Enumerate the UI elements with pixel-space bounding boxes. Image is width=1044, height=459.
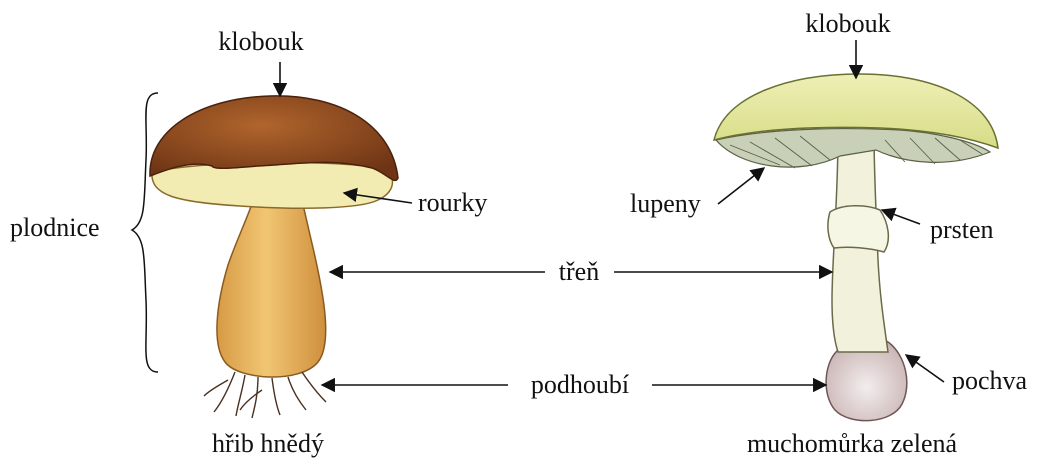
label-fruiting-body: plodnice [10, 213, 100, 242]
arrow-gills [718, 168, 764, 204]
label-tubes: rourky [418, 188, 487, 217]
label-cap-left: klobouk [218, 27, 303, 56]
label-cap-right: klobouk [805, 9, 890, 38]
amanita-ring [828, 206, 888, 252]
label-name-right: muchomůrka zelená [747, 429, 958, 458]
label-stem: třeň [559, 257, 599, 286]
label-volva: pochva [952, 366, 1028, 395]
arrow-ring [882, 210, 920, 224]
label-mycelium: podhoubí [531, 370, 629, 399]
label-name-left: hřib hnědý [212, 429, 324, 458]
arrow-volva [906, 355, 944, 382]
boletus-illustration [150, 96, 398, 418]
fruiting-body-bracket [132, 93, 158, 372]
label-gills: lupeny [630, 189, 701, 218]
boletus-mycelium [204, 372, 326, 418]
label-ring: prsten [930, 215, 994, 244]
boletus-pores [152, 162, 393, 208]
